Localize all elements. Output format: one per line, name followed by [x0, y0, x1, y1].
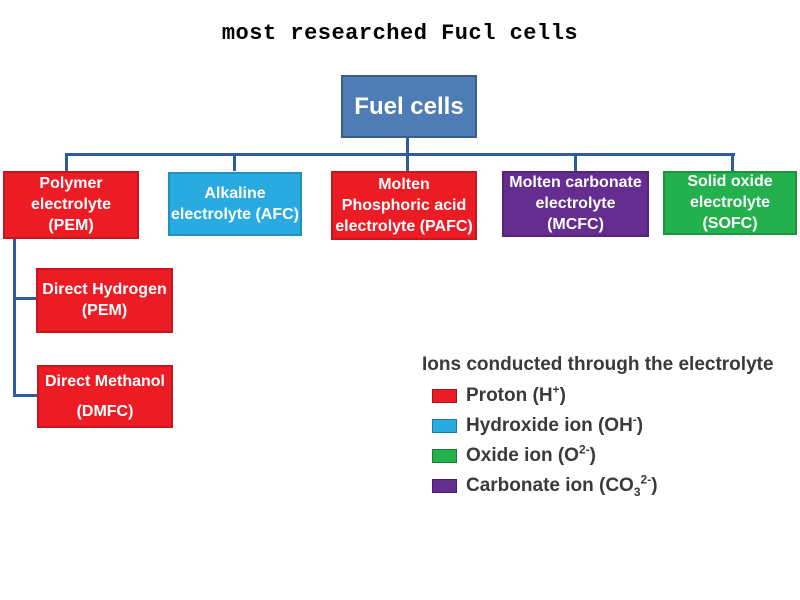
connector-drop-molten-carbonate — [574, 153, 577, 171]
node-label-line: Alkaline — [204, 184, 266, 202]
legend-item-hydroxide: Hydroxide ion (OH-) — [422, 412, 774, 437]
legend-swatch-cyan — [432, 419, 457, 433]
node-label-line: Direct Methanol — [44, 372, 165, 390]
connector-stub-direct-hydrogen — [13, 297, 38, 300]
connector-drop-polymer — [65, 153, 68, 171]
node-label-line: electrolyte — [535, 195, 616, 212]
node-direct-methanol: Direct Methanol (DMFC) — [37, 365, 173, 428]
node-label-line: Molten — [378, 175, 430, 193]
legend-item-oxide: Oxide ion (O2-) — [422, 442, 774, 467]
connector-horizontal-bar — [65, 153, 735, 156]
legend-swatch-red — [432, 389, 457, 403]
node-molten-carbonate-electrolyte: Molten carbonate electrolyte (MCFC) — [502, 171, 649, 237]
connector-pem-branch-stem — [13, 238, 16, 397]
node-label-line: (MCFC) — [547, 216, 604, 233]
node-label-line: (DMFC) — [76, 402, 134, 420]
node-direct-hydrogen: Direct Hydrogen (PEM) — [36, 268, 173, 333]
node-label-line: Direct Hydrogen — [42, 281, 167, 298]
node-label-line: electrolyte (PAFC) — [335, 217, 473, 235]
node-label-line: electrolyte — [689, 194, 771, 211]
node-label: Fuel cells — [354, 92, 464, 120]
page-title: most researched Fucl cells — [221, 21, 579, 46]
node-solid-oxide-electrolyte: Solid oxide electrolyte (SOFC) — [663, 171, 797, 235]
connector-drop-phosphoric — [406, 153, 409, 171]
legend-swatch-purple — [432, 479, 457, 493]
node-label-line: electrolyte (AFC) — [170, 205, 300, 223]
legend-item-proton: Proton (H+) — [422, 382, 774, 407]
legend-label: Oxide ion (O2-) — [466, 442, 596, 466]
connector-stub-direct-methanol — [13, 394, 38, 397]
legend-label: Proton (H+) — [466, 382, 566, 406]
node-phosphoric-acid-electrolyte: Molten Phosphoric acid electrolyte (PAFC… — [331, 171, 477, 240]
node-fuel-cells: Fuel cells — [341, 75, 477, 138]
connector-drop-alkaline — [233, 153, 236, 171]
connector-drop-solid-oxide — [731, 153, 734, 171]
node-label-line: Solid oxide — [687, 173, 773, 190]
node-label-line: (SOFC) — [702, 215, 758, 232]
node-label-line: (PEM) — [81, 302, 128, 319]
connector-root-stem — [406, 138, 409, 155]
node-polymer-electrolyte: Polymer electrolyte (PEM) — [3, 171, 139, 239]
node-label-line: Phosphoric acid — [341, 196, 467, 214]
node-label-line: Polymer — [39, 175, 103, 192]
node-alkaline-electrolyte: Alkaline electrolyte (AFC) — [168, 172, 302, 236]
legend-title: Ions conducted through the electrolyte — [422, 354, 774, 375]
legend-item-carbonate: Carbonate ion (CO32-) — [422, 472, 774, 499]
legend-swatch-green — [432, 449, 457, 463]
legend-label: Carbonate ion (CO32-) — [466, 472, 658, 499]
node-label-line: Molten carbonate — [509, 174, 642, 191]
legend-label: Hydroxide ion (OH-) — [466, 412, 644, 436]
node-label-line: electrolyte — [30, 196, 112, 213]
node-label-line: (PEM) — [48, 217, 94, 234]
legend: Ions conducted through the electrolyte P… — [422, 354, 774, 505]
